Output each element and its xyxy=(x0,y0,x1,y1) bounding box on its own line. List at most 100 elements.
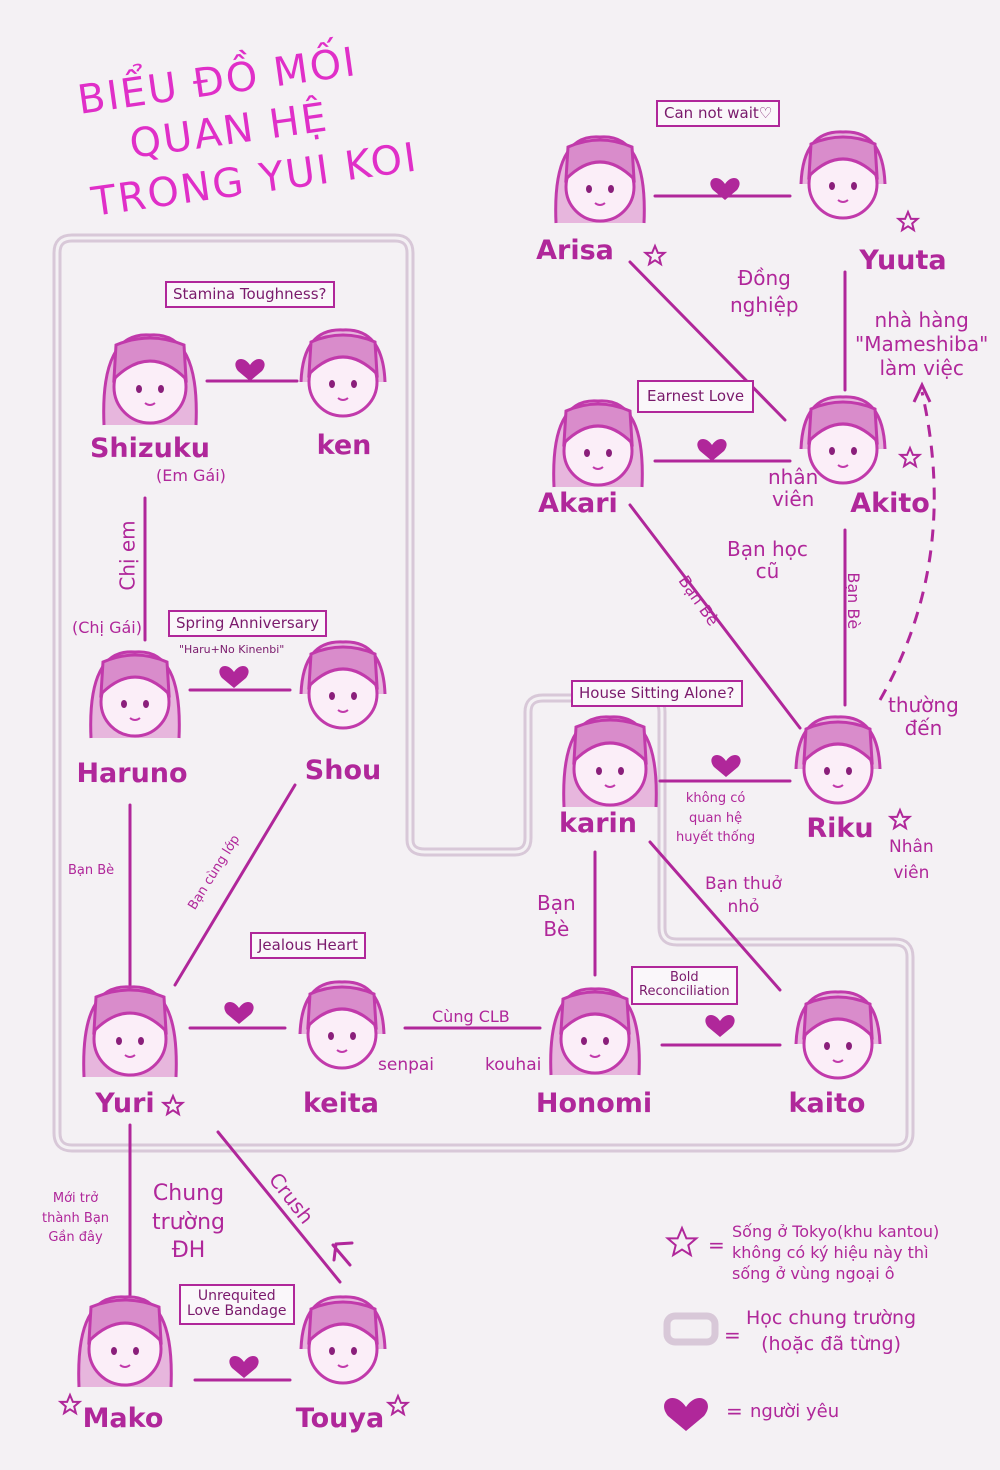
name-ken: ken xyxy=(316,430,372,461)
label-ban-hoc-cu-line-1: Bạn học xyxy=(727,537,808,561)
label-nha-hang-line-1: nhà hàng xyxy=(874,308,969,332)
legend-heart-text: người yêu xyxy=(750,1401,840,1422)
box-akari-akito: Earnest Love xyxy=(637,380,755,413)
face-kaito xyxy=(794,990,882,1080)
label-chung-truong-line-3: ĐH xyxy=(171,1238,206,1264)
face-haruno xyxy=(89,650,181,739)
label-nhan-vien-riku-line-1: Nhân xyxy=(889,837,934,857)
legend-box-text: Học chung trường (hoặc đã từng) xyxy=(746,1306,916,1357)
heart-icon xyxy=(224,1001,254,1024)
face-ken xyxy=(299,328,387,418)
box-haruno-shou: Spring Anniversary xyxy=(168,610,327,637)
label-dong-nghiep-line-1: Đồng xyxy=(737,266,791,290)
label-dong-nghiep-line-2: nghiệp xyxy=(730,293,799,317)
box-mako-touya: Unrequited Love Bandage xyxy=(179,1284,295,1325)
face-shizuku xyxy=(102,333,198,426)
face-arisa xyxy=(554,135,646,224)
name-shizuku: Shizuku xyxy=(89,433,211,464)
label-moi-tro-line-3: Gần đây xyxy=(48,1230,103,1245)
box-honomi-kaito-line-2: Reconciliation xyxy=(639,984,730,1000)
label-chung-truong-line-2: trường xyxy=(152,1209,225,1235)
face-akito xyxy=(799,395,887,485)
legend-boundary-sample xyxy=(663,1312,719,1346)
label-ban-hoc-cu-line-2: cũ xyxy=(755,559,780,583)
label-dong-nghiep: Đồng nghiệp xyxy=(730,265,799,319)
name-akito: Akito xyxy=(850,488,930,519)
name-haruno: Haruno xyxy=(76,758,188,789)
box-mako-touya-line-2: Love Bandage xyxy=(187,1303,287,1320)
star-icon xyxy=(385,1393,411,1417)
label-nhan-vien-akito-line-1: nhân xyxy=(768,465,819,489)
name-mako: Mako xyxy=(82,1403,164,1434)
face-yuuta xyxy=(799,130,887,220)
label-khong-quan-he-line-2: quan hệ xyxy=(689,810,743,826)
legend-box-equals: = xyxy=(724,1323,741,1347)
legend-star-equals: = xyxy=(708,1233,725,1257)
label-ban-be-karin-line-2: Bè xyxy=(543,917,570,941)
face-touya xyxy=(299,1295,387,1385)
label-ban-tho-nho-line-2: nhỏ xyxy=(727,896,760,917)
legend-star-line-1: Sống ở Tokyo(khu kantou) xyxy=(732,1222,940,1241)
box-yuri-keita: Jealous Heart xyxy=(250,932,367,959)
box-honomi-kaito-line-1: Bold xyxy=(669,970,699,985)
legend-heart-equals: = xyxy=(726,1399,743,1423)
legend-star-line-3: sống ở vùng ngoại ô xyxy=(732,1263,895,1283)
label-ban-be-riku: Bạn Bè xyxy=(844,572,864,630)
heart-icon xyxy=(229,1355,259,1378)
label-nha-hang-line-2: "Mameshiba" xyxy=(855,332,989,356)
label-nhan-vien-riku: Nhân viên xyxy=(889,835,934,886)
star-icon xyxy=(160,1093,186,1117)
label-thuong-den: thường đến xyxy=(888,694,959,740)
star-icon xyxy=(642,243,668,267)
name-yuuta: Yuuta xyxy=(859,245,947,276)
label-nhan-vien-akito-line-2: viên xyxy=(771,487,815,511)
label-khong-quan-he: không có quan hệ huyết thống xyxy=(676,789,755,848)
label-nha-hang-line-3: làm việc xyxy=(879,356,964,380)
label-cung-clb: Cùng CLB xyxy=(432,1007,510,1026)
heart-icon xyxy=(235,358,265,381)
name-keita: keita xyxy=(303,1088,379,1119)
face-honomi xyxy=(549,987,641,1076)
label-ban-tho-nho: Bạn thuở nhỏ xyxy=(705,873,782,919)
star-icon xyxy=(895,209,921,233)
box-honomi-kaito: Bold Reconciliation xyxy=(631,966,738,1005)
legend-star-text: Sống ở Tokyo(khu kantou) không có ký hiệ… xyxy=(732,1222,939,1284)
name-riku: Riku xyxy=(806,813,874,844)
name-akari: Akari xyxy=(538,488,618,519)
label-em-gai: (Em Gái) xyxy=(156,466,226,485)
name-karin: karin xyxy=(559,808,637,839)
face-karin xyxy=(562,715,658,808)
label-nha-hang: nhà hàng "Mameshiba" làm việc xyxy=(855,308,988,380)
star-icon xyxy=(57,1392,83,1416)
name-shou: Shou xyxy=(304,755,382,786)
name-touya: Touya xyxy=(295,1403,385,1434)
face-yuri xyxy=(82,985,178,1078)
legend-star-line-2: không có ký hiệu này thì xyxy=(732,1242,929,1262)
heart-icon xyxy=(711,754,741,777)
label-senpai: senpai xyxy=(378,1055,435,1075)
face-shou xyxy=(299,640,387,730)
box-haruno-shou-subtitle: "Haru+No Kinenbi" xyxy=(179,643,285,656)
star-icon xyxy=(664,1225,700,1258)
label-khong-quan-he-line-3: huyết thống xyxy=(676,830,756,845)
star-icon xyxy=(897,445,923,469)
label-kouhai: kouhai xyxy=(485,1055,542,1075)
label-ban-be-karin-line-1: Bạn xyxy=(537,891,576,915)
label-thuong-den-line-2: đến xyxy=(904,716,943,740)
label-moi-tro-line-2: thành Bạn xyxy=(42,1210,110,1226)
face-keita xyxy=(298,980,386,1070)
name-yuri: Yuri xyxy=(95,1088,155,1119)
heart-icon xyxy=(697,438,727,461)
box-shizuku-ken: Stamina Toughness? xyxy=(165,281,335,308)
heart-icon xyxy=(705,1014,735,1037)
label-ban-tho-nho-line-1: Bạn thuở xyxy=(705,874,782,894)
label-thuong-den-line-1: thường xyxy=(888,693,959,717)
box-mako-touya-line-1: Unrequited xyxy=(197,1288,276,1304)
label-nhan-vien-akito: nhân viên xyxy=(768,466,818,510)
label-ban-be-karin: Bạn Bè xyxy=(537,890,576,942)
name-honomi: Honomi xyxy=(535,1088,653,1119)
face-riku xyxy=(794,715,882,805)
box-karin-riku: House Sitting Alone? xyxy=(571,680,743,707)
